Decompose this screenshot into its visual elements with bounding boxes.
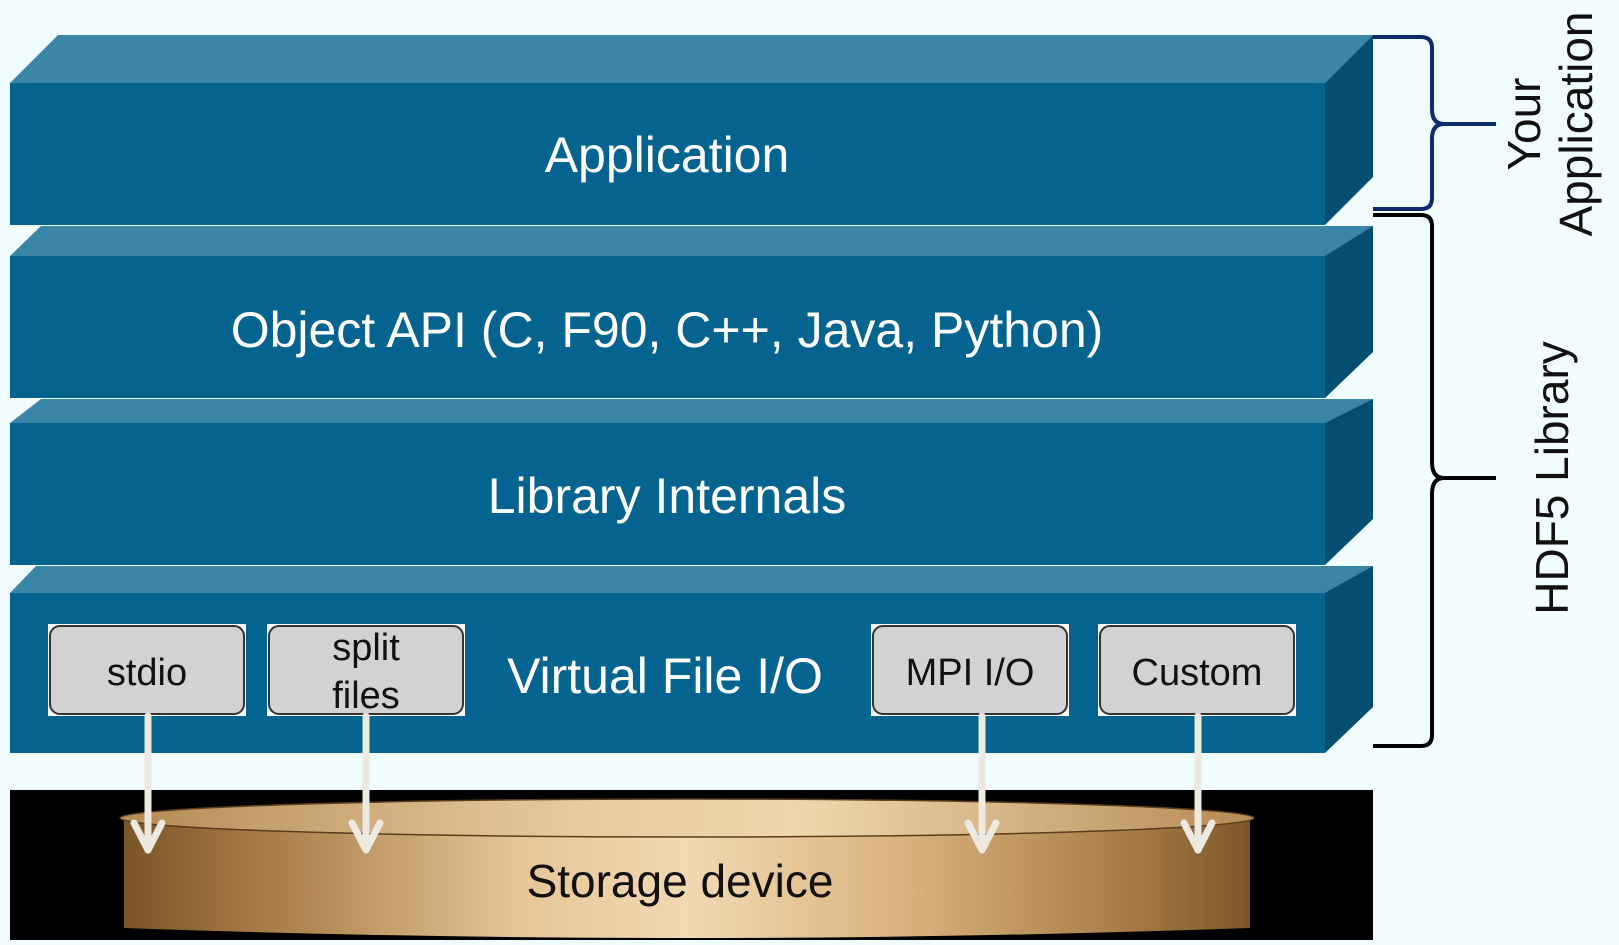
layer-application-side <box>1325 35 1373 225</box>
driver-stdio: stdio <box>48 624 246 716</box>
driver-custom-label: Custom <box>1132 652 1263 694</box>
io-arrows <box>130 712 1216 854</box>
brace-hdf5-library: HDF5 Library <box>1373 213 1578 748</box>
layer-application-top <box>10 35 1373 83</box>
layer-library-internals-top <box>10 399 1373 423</box>
layer-object-api-front <box>10 256 1325 398</box>
layer-library-internals-front <box>10 423 1325 565</box>
brace-hdf5-library-label: HDF5 Library <box>1526 341 1578 615</box>
layer-library-internals: Library Internals <box>10 399 1373 565</box>
storage-device: Storage device <box>10 790 1373 940</box>
driver-split-files-label-line2: files <box>332 675 400 717</box>
driver-mpi-io: MPI I/O <box>871 624 1069 716</box>
driver-mpi-io-label: MPI I/O <box>906 652 1035 694</box>
layer-application: Application <box>10 35 1373 225</box>
arrow-custom <box>1180 712 1216 854</box>
brace-your-application: Your Application <box>1373 11 1602 237</box>
driver-stdio-label: stdio <box>107 652 187 694</box>
layer-virtual-file-io: Virtual File I/O stdio split files MPI I… <box>10 566 1373 753</box>
brace-your-application-label-line2: Application <box>1550 11 1602 236</box>
layer-application-label: Application <box>545 127 790 183</box>
brace-hdf5-library-shape <box>1373 213 1496 748</box>
layer-virtual-file-io-top <box>10 566 1373 593</box>
storage-label: Storage device <box>527 855 834 907</box>
arrow-mpi-io <box>964 712 1000 854</box>
arrow-stdio <box>130 712 166 854</box>
storage-disk-top <box>119 798 1255 838</box>
driver-custom: Custom <box>1098 624 1296 716</box>
layer-application-front <box>10 83 1325 225</box>
arrow-split-files <box>348 712 384 854</box>
driver-split-files-label-line1: split <box>332 627 400 669</box>
brace-your-application-label-line1: Your <box>1498 78 1550 171</box>
storage-disk-body <box>124 818 1250 938</box>
layer-object-api-top <box>10 226 1373 256</box>
layer-object-api: Object API (C, F90, C++, Java, Python) <box>10 226 1373 398</box>
layer-virtual-file-io-label: Virtual File I/O <box>507 648 823 704</box>
layer-library-internals-side <box>1325 399 1373 565</box>
layer-object-api-side <box>1325 226 1373 398</box>
layer-library-internals-label: Library Internals <box>488 468 847 524</box>
driver-mpi-io-box <box>872 625 1068 715</box>
layer-object-api-label: Object API (C, F90, C++, Java, Python) <box>231 302 1104 358</box>
driver-split-files: split files <box>267 624 465 717</box>
layer-virtual-file-io-side <box>1325 566 1373 753</box>
brace-your-application-shape <box>1373 35 1496 211</box>
